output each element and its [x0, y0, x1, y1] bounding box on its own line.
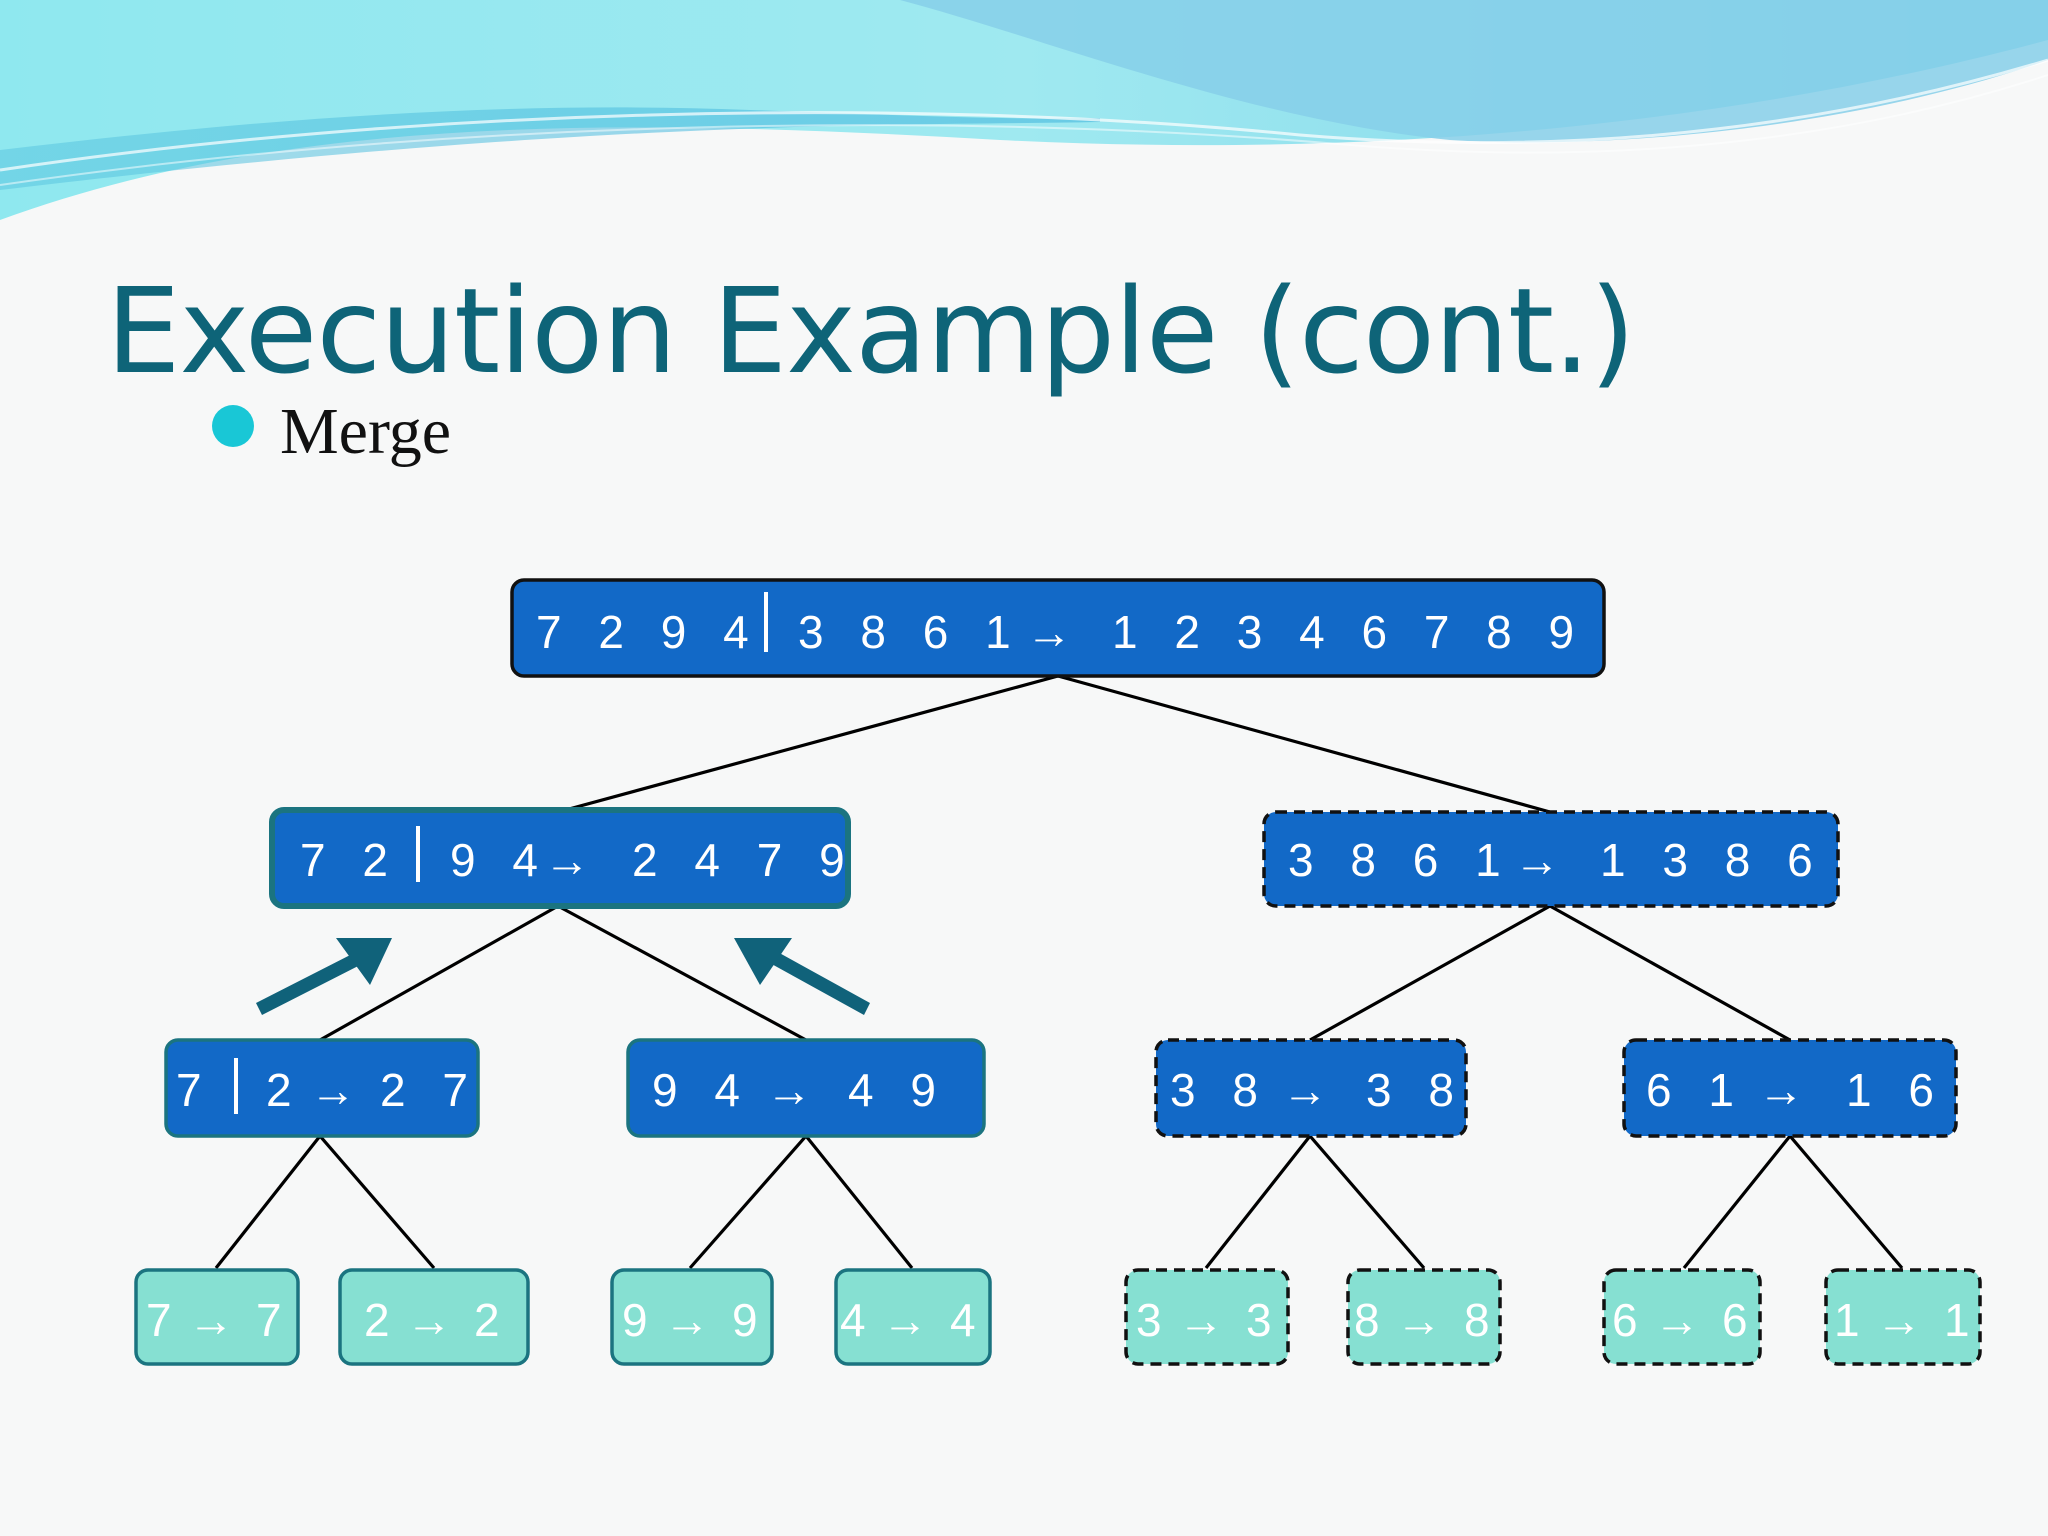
level2-node-4: 6 1 → 1 6 — [1622, 1038, 1958, 1138]
edge-l2d-leaf8 — [1788, 1134, 1904, 1270]
edge-root-right — [1057, 674, 1551, 814]
level2-4-result: 1 6 — [1846, 1064, 1946, 1116]
level2-3-arrow: → — [1282, 1064, 1328, 1116]
level2-4-arrow: → — [1758, 1064, 1804, 1116]
leaf-2-input: 2 — [364, 1294, 390, 1346]
edge-l2d-leaf7 — [1682, 1134, 1792, 1270]
leaf-node-1: 7 → 7 — [134, 1268, 300, 1366]
leaf-3-arrow: → — [664, 1294, 710, 1346]
level2-4-input: 6 1 — [1646, 1064, 1746, 1116]
leaf-6-arrow: → — [1396, 1294, 1442, 1346]
leaf-node-8: 1 → 1 — [1824, 1268, 1982, 1366]
edge-l2c-leaf5 — [1204, 1135, 1312, 1269]
leaf-8-arrow: → — [1876, 1294, 1922, 1346]
leaf-3-result: 9 — [732, 1294, 758, 1346]
leaf-6-result: 8 — [1464, 1294, 1490, 1346]
level1-left-left-values: 7 2 — [300, 834, 400, 886]
leaf-4-result: 4 — [950, 1294, 976, 1346]
edge-root-left — [557, 674, 1059, 814]
bullet-dot — [212, 405, 254, 447]
leaf-1-result: 7 — [256, 1294, 282, 1346]
level2-1-left: 7 — [176, 1064, 202, 1116]
level2-2-result: 4 9 — [848, 1064, 948, 1116]
leaf-8-result: 1 — [1944, 1294, 1970, 1346]
tree-edges — [214, 674, 1904, 1270]
leaf-2-arrow: → — [406, 1294, 452, 1346]
edge-l2a-leaf1 — [214, 1135, 322, 1269]
level2-2-arrow: → — [766, 1064, 812, 1116]
level1-right-input: 3 8 6 1 — [1288, 834, 1513, 886]
root-left-values: 7 2 9 4 — [536, 606, 761, 658]
leaf-7-arrow: → — [1654, 1294, 1700, 1346]
level1-node-right: 3 8 6 1 → 1 3 8 6 — [1262, 810, 1840, 908]
bullet-text: Merge — [280, 395, 452, 468]
level1-right-result: 1 3 8 6 — [1600, 834, 1825, 886]
leaf-4-input: 4 — [840, 1294, 866, 1346]
leaf-node-4: 4 → 4 — [834, 1268, 992, 1366]
leaf-node-7: 6 → 6 — [1602, 1268, 1762, 1366]
level1-node-left: 7 2 9 4 → 2 4 7 9 — [269, 807, 857, 909]
leaf-6-input: 8 — [1354, 1294, 1380, 1346]
slide-title: Execution Example (cont.) — [106, 262, 1636, 400]
level2-1-right: 2 — [266, 1064, 292, 1116]
edge-l1a-l2a — [319, 904, 559, 1042]
level2-3-result: 3 8 — [1366, 1064, 1466, 1116]
merge-arrows — [256, 938, 870, 1015]
level2-node-2: 9 4 → 4 9 — [626, 1038, 986, 1138]
edge-l2c-leaf6 — [1308, 1134, 1426, 1270]
header-wave-decoration — [0, 0, 2048, 220]
edge-l2a-leaf2 — [318, 1134, 436, 1270]
edge-l1a-l2b — [557, 904, 807, 1042]
leaf-node-3: 9 → 9 — [610, 1268, 774, 1366]
root-node: 7 2 9 4 3 8 6 1 → 1 2 3 4 6 7 8 9 — [510, 578, 1606, 678]
root-result: 1 2 3 4 6 7 8 9 — [1112, 606, 1586, 658]
edge-l2b-leaf4 — [804, 1134, 914, 1270]
level1-right-arrow: → — [1514, 834, 1560, 886]
leaf-5-result: 3 — [1246, 1294, 1272, 1346]
leaf-4-arrow: → — [882, 1294, 928, 1346]
edge-l2b-leaf3 — [688, 1134, 808, 1270]
level1-left-arrow: → — [544, 834, 590, 886]
edge-l1b-l2d — [1549, 904, 1791, 1042]
level2-1-result: 2 7 — [380, 1064, 480, 1116]
leaf-node-2: 2 → 2 — [338, 1268, 530, 1366]
leaf-node-5: 3 → 3 — [1124, 1268, 1290, 1366]
leaf-7-input: 6 — [1612, 1294, 1638, 1346]
leaf-5-arrow: → — [1178, 1294, 1224, 1346]
root-arrow: → — [1026, 606, 1072, 658]
level2-3-input: 3 8 — [1170, 1064, 1270, 1116]
level2-node-1: 7 2 → 2 7 — [164, 1038, 480, 1138]
leaf-node-6: 8 → 8 — [1346, 1268, 1502, 1366]
merge-arrow-left — [256, 938, 392, 1015]
root-right-values: 3 8 6 1 — [798, 606, 1023, 658]
leaf-5-input: 3 — [1136, 1294, 1162, 1346]
leaf-3-input: 9 — [622, 1294, 648, 1346]
merge-arrow-right — [734, 938, 870, 1015]
level2-node-3: 3 8 → 3 8 — [1154, 1038, 1468, 1138]
edge-l1b-l2c — [1309, 904, 1551, 1042]
level1-left-right-values-text: 9 4 — [450, 834, 550, 886]
leaf-2-result: 2 — [474, 1294, 500, 1346]
level2-1-arrow: → — [310, 1064, 356, 1116]
leaf-8-input: 1 — [1834, 1294, 1860, 1346]
level2-2-input: 9 4 — [652, 1064, 752, 1116]
level1-left-result: 2 4 7 9 — [632, 834, 857, 886]
leaf-7-result: 6 — [1722, 1294, 1748, 1346]
leaf-1-arrow: → — [188, 1294, 234, 1346]
leaf-1-input: 7 — [146, 1294, 172, 1346]
